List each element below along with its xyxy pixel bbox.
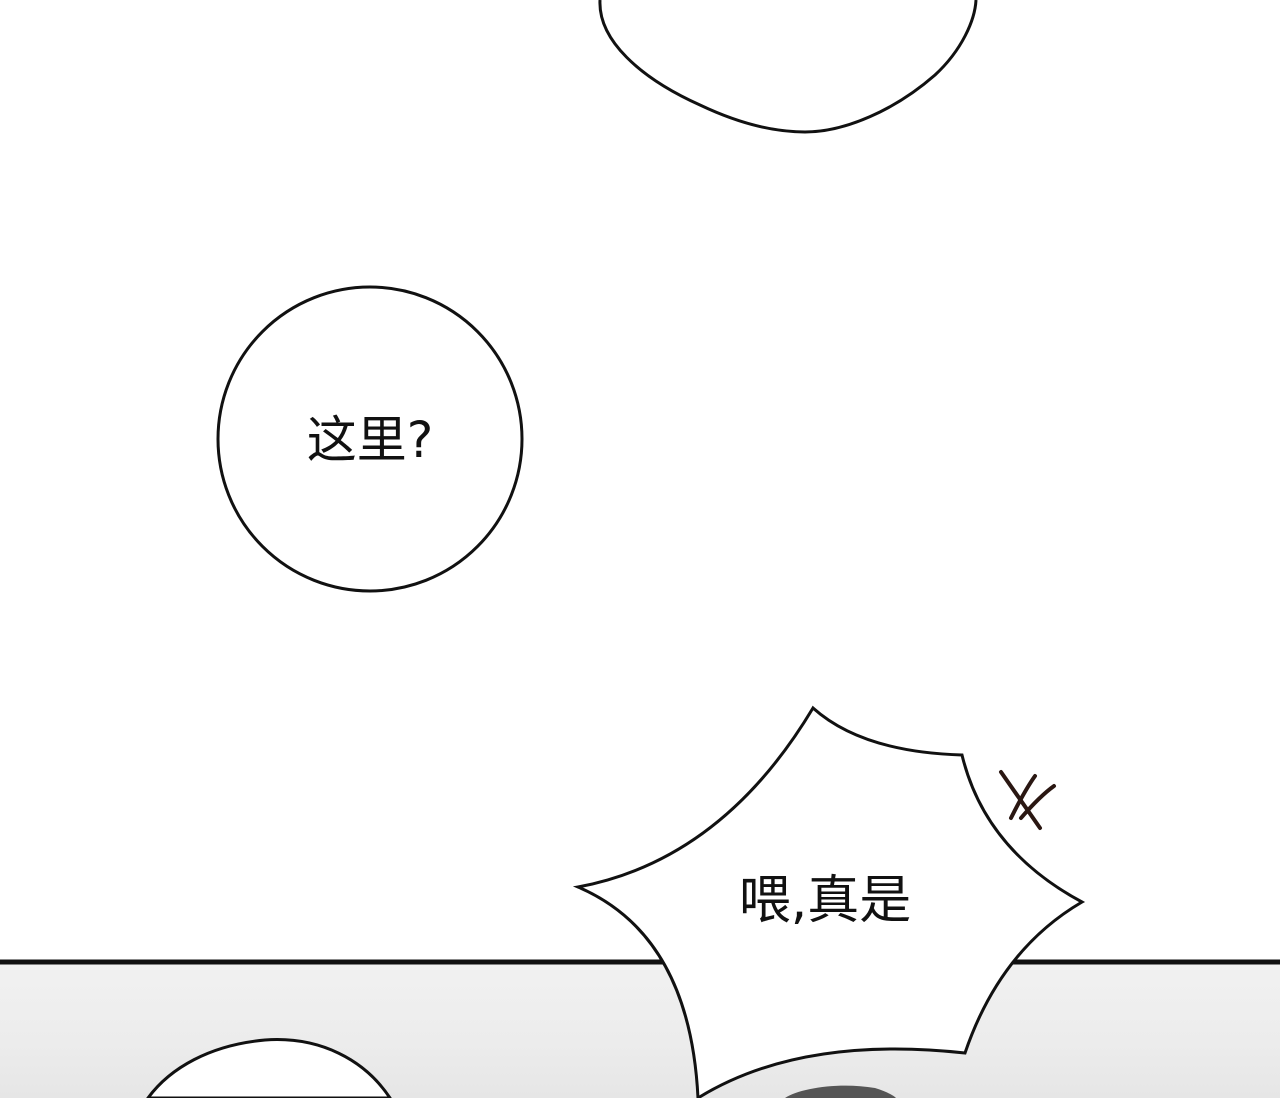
shout-speech-bubble	[572, 705, 1086, 1098]
bottom-speech-bubble	[146, 1038, 392, 1098]
dark-object	[785, 1085, 896, 1098]
shout-bubble-text: 喂,真是	[738, 871, 912, 931]
round-bubble-text: 这里?	[306, 411, 434, 469]
tension-mark	[999, 770, 1056, 830]
top-speech-bubble	[598, 0, 978, 134]
round-speech-bubble	[216, 285, 524, 593]
